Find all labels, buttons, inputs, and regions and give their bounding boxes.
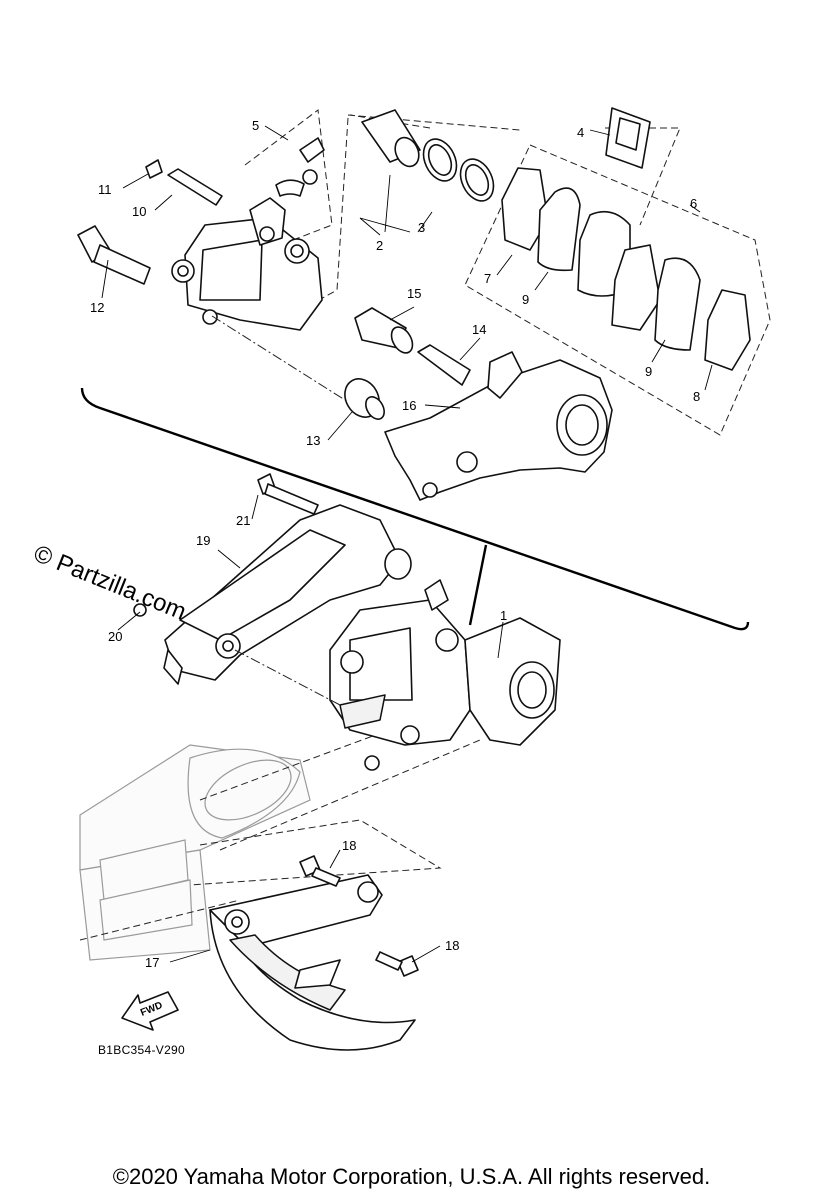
callout-2: 2	[376, 238, 383, 253]
diagram-code: B1BC354-V290	[98, 1043, 185, 1057]
callout-14: 14	[472, 322, 486, 337]
callout-11: 11	[98, 182, 112, 197]
caliper-bracket-16	[384, 351, 613, 501]
caliper-body-exploded	[171, 197, 346, 401]
callout-10: 10	[132, 204, 146, 219]
piston-2	[361, 109, 421, 168]
callout-7: 7	[484, 271, 491, 286]
screw-20	[133, 603, 147, 617]
boot-15	[354, 307, 414, 354]
bolt-18-lower	[375, 951, 419, 977]
callout-17: 17	[145, 955, 159, 970]
disc-guard-17	[209, 874, 416, 1051]
bolt-18-upper	[299, 855, 341, 887]
callout-15: 15	[407, 286, 421, 301]
caliper-assembly-1	[329, 579, 561, 771]
pad-set	[501, 167, 751, 371]
pin-14	[417, 344, 471, 386]
guide-line-19	[234, 649, 341, 706]
callout-16: 16	[402, 398, 416, 413]
callout-13: 13	[306, 433, 320, 448]
callout-3: 3	[418, 220, 425, 235]
bolt-21	[257, 473, 319, 515]
callout-21: 21	[236, 513, 250, 528]
bleeder-5	[275, 137, 325, 197]
swingarm-ghost	[79, 699, 481, 961]
leader-lines	[101, 125, 713, 963]
callout-18-upper: 18	[342, 838, 356, 853]
callout-9a: 9	[522, 292, 529, 307]
fwd-arrow-icon: FWD	[121, 991, 179, 1031]
callout-20: 20	[108, 629, 122, 644]
pin-10	[167, 168, 223, 206]
bleed-screw-11	[145, 159, 163, 179]
callout-9b: 9	[645, 364, 652, 379]
caliper-guard-19	[163, 504, 412, 685]
callout-18-lower: 18	[445, 938, 459, 953]
callout-numbers: 5 11 10 12 2 3 4 6 7 9 9 8 15 14 16 13 1…	[90, 118, 700, 970]
callout-19: 19	[196, 533, 210, 548]
assembly-bracket	[80, 387, 750, 631]
callout-1: 1	[500, 608, 507, 623]
callout-8: 8	[693, 389, 700, 404]
boot-13	[344, 378, 385, 420]
callout-6: 6	[690, 196, 697, 211]
copyright-notice: ©2020 Yamaha Motor Corporation, U.S.A. A…	[112, 1164, 711, 1189]
caliper-pin-12	[77, 225, 151, 285]
callout-4: 4	[577, 125, 584, 140]
seal-3	[422, 138, 495, 202]
callout-12: 12	[90, 300, 104, 315]
pad-spring-4	[605, 107, 651, 169]
callout-5: 5	[252, 118, 259, 133]
